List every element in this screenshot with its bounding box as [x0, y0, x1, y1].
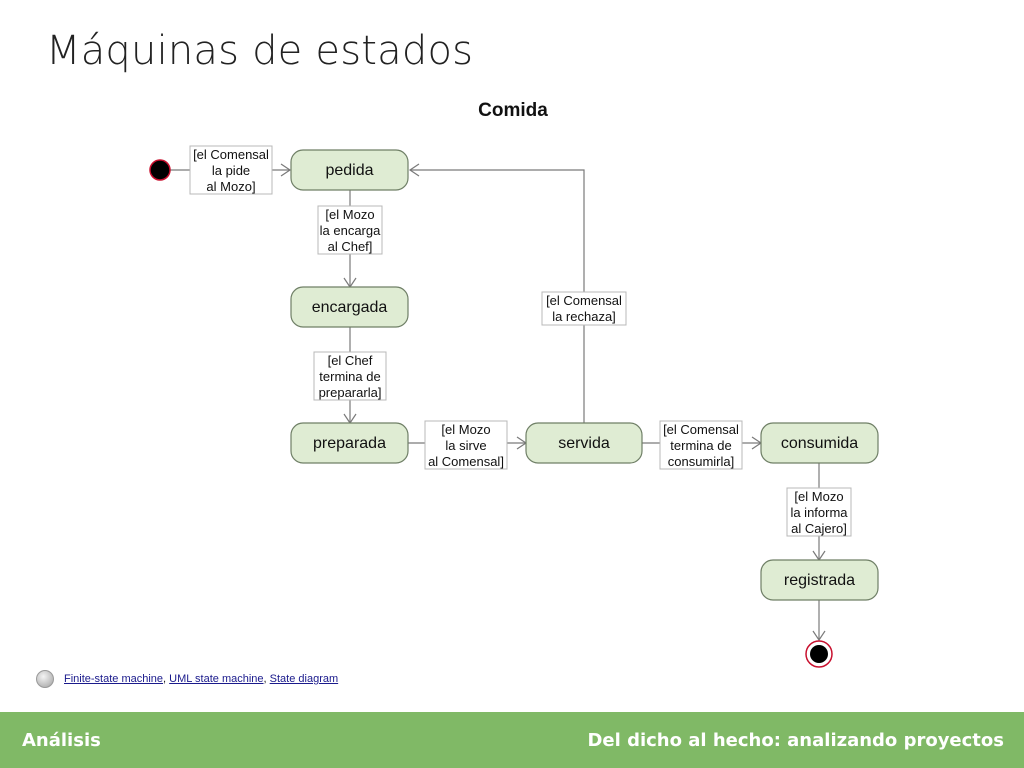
- state-consumida: consumida: [760, 422, 879, 464]
- guard-encargada-to-preparada: [el Chef termina de prepararla]: [313, 351, 387, 401]
- diagram-title: Comida: [478, 100, 548, 121]
- guard-line: consumirla]: [668, 454, 734, 469]
- state-label: pedida: [325, 162, 373, 179]
- guard-line: [el Mozo: [794, 489, 843, 504]
- state-label: preparada: [313, 435, 386, 452]
- guard-line: [el Mozo: [441, 422, 490, 437]
- arrowhead: [408, 163, 420, 177]
- state-label: registrada: [784, 572, 855, 589]
- state-pedida: pedida: [290, 149, 409, 191]
- state-encargada: encargada: [290, 286, 409, 328]
- guard-line: la encarga: [320, 223, 381, 238]
- link-uml-state-machine[interactable]: UML state machine: [169, 673, 264, 685]
- footer-course-title: Del dicho al hecho: analizando proyectos: [587, 730, 1004, 751]
- guard-line: la sirve: [445, 438, 486, 453]
- guard-line: al Cajero]: [791, 521, 847, 536]
- guard-line: la pide: [212, 163, 250, 178]
- guard-line: al Mozo]: [206, 179, 255, 194]
- link-separator: ,: [163, 673, 167, 685]
- final-state-core: [810, 645, 828, 663]
- link-state-diagram[interactable]: State diagram: [269, 673, 339, 685]
- state-label: consumida: [781, 435, 858, 452]
- guard-consumida-to-registrada: [el Mozo la informa al Cajero]: [786, 487, 852, 537]
- link-finite-state-machine[interactable]: Finite-state machine: [64, 673, 164, 685]
- footer-bar: Análisis Del dicho al hecho: analizando …: [0, 712, 1024, 768]
- guard-line: [el Chef: [328, 353, 373, 368]
- guard-preparada-to-servida: [el Mozo la sirve al Comensal]: [424, 420, 508, 470]
- slide-title: Máquinas de estados: [46, 28, 474, 74]
- edge-servida-pedida: [410, 169, 585, 423]
- guard-servida-to-consumida: [el Comensal termina de consumirla]: [659, 420, 743, 470]
- link-separator: ,: [263, 673, 267, 685]
- transitions: [170, 163, 826, 642]
- state-machine-diagram: Comida pedida encargada preparada: [149, 100, 879, 668]
- wikipedia-globe-icon: [36, 670, 54, 688]
- guard-line: la informa: [790, 505, 848, 520]
- guard-line: [el Comensal: [663, 422, 739, 437]
- guard-line: al Chef]: [328, 239, 373, 254]
- guard-line: termina de: [670, 438, 731, 453]
- guard-line: termina de: [319, 369, 380, 384]
- state-label: encargada: [312, 299, 388, 316]
- guard-line: prepararla]: [319, 385, 382, 400]
- guard-line: [el Mozo: [325, 207, 374, 222]
- initial-state-node: [149, 159, 171, 181]
- footer-section-label: Análisis: [22, 730, 101, 751]
- guard-line: al Comensal]: [428, 454, 504, 469]
- guard-line: [el Comensal: [193, 147, 269, 162]
- state-label: servida: [558, 435, 610, 452]
- guard-servida-to-pedida: [el Comensal la rechaza]: [541, 291, 627, 326]
- related-links: Finite-state machine, UML state machine,…: [36, 670, 338, 688]
- guard-line: la rechaza]: [552, 309, 616, 324]
- state-preparada: preparada: [290, 422, 409, 464]
- state-servida: servida: [525, 422, 643, 464]
- arrowhead: [280, 163, 292, 177]
- guard-line: [el Comensal: [546, 293, 622, 308]
- state-registrada: registrada: [760, 559, 879, 601]
- arrowhead: [812, 630, 826, 642]
- guard-initial-to-pedida: [el Comensal la pide al Mozo]: [189, 145, 273, 195]
- guard-pedida-to-encargada: [el Mozo la encarga al Chef]: [317, 205, 383, 255]
